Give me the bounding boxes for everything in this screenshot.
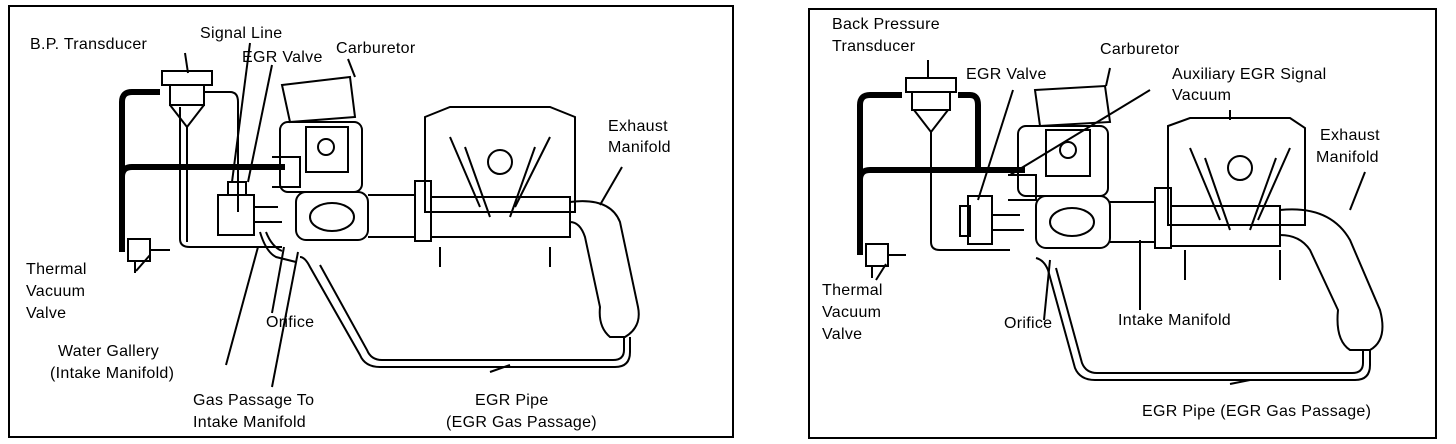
label-thermal-vacuum-valve-line1: Thermal <box>26 261 87 278</box>
label-exhaust-manifold-line1: Exhaust <box>1320 127 1380 144</box>
label-egr-valve: EGR Valve <box>966 66 1047 83</box>
label-exhaust-manifold-line2: Manifold <box>608 139 671 156</box>
back-pressure-transducer-shape <box>905 77 1010 251</box>
vacuum-hose-inner <box>857 167 1025 181</box>
egr-diagram-left: B.P. Transducer Signal Line EGR Valve Ca… <box>8 5 734 438</box>
egr-pipe-shape <box>1035 257 1371 381</box>
label-egr-pipe: EGR Pipe (EGR Gas Passage) <box>1142 403 1372 420</box>
label-carburetor: Carburetor <box>1100 41 1180 58</box>
label-thermal-vacuum-valve-line2: Vacuum <box>26 283 86 300</box>
label-bp-transducer: B.P. Transducer <box>30 36 148 53</box>
egr-system-illustration-left <box>119 42 640 388</box>
exhaust-manifold-shape <box>1279 208 1384 351</box>
vacuum-hose <box>119 89 160 252</box>
label-exhaust-manifold-line2: Manifold <box>1316 149 1379 166</box>
label-gas-passage-line1: Gas Passage To <box>193 392 315 409</box>
label-egr-pipe-line2: (EGR Gas Passage) <box>446 414 597 431</box>
label-back-pressure-transducer-line2: Transducer <box>832 38 916 55</box>
label-auxiliary-egr-signal-line2: Vacuum <box>1172 87 1232 104</box>
label-water-gallery-line2: (Intake Manifold) <box>50 365 175 382</box>
label-thermal-vacuum-valve-line3: Valve <box>26 305 67 322</box>
vacuum-hose <box>857 92 902 255</box>
egr-diagram-right: Back Pressure Transducer Carburetor EGR … <box>808 8 1437 439</box>
egr-system-illustration-right <box>857 60 1384 385</box>
label-auxiliary-egr-signal-line1: Auxiliary EGR Signal <box>1172 66 1327 83</box>
carburetor-shape <box>272 75 369 241</box>
label-exhaust-manifold-line1: Exhaust <box>608 118 668 135</box>
label-carburetor: Carburetor <box>336 40 416 57</box>
label-thermal-vacuum-valve-line2: Vacuum <box>822 304 882 321</box>
exhaust-manifold-shape <box>569 200 640 338</box>
egr-valve-shape <box>217 181 282 236</box>
label-thermal-vacuum-valve-line3: Valve <box>822 326 863 343</box>
label-orifice: Orifice <box>266 314 315 331</box>
label-thermal-vacuum-valve-line1: Thermal <box>822 282 883 299</box>
label-water-gallery-line1: Water Gallery <box>58 343 160 360</box>
label-egr-pipe-line1: EGR Pipe <box>475 392 549 409</box>
egr-pipe-shape <box>299 256 631 368</box>
egr-valve-shape <box>959 195 1024 245</box>
bp-transducer-shape <box>161 70 239 242</box>
label-gas-passage-line2: Intake Manifold <box>193 414 307 431</box>
vacuum-hose-inner <box>119 164 285 178</box>
engine-block-shape <box>424 106 576 267</box>
label-signal-line: Signal Line <box>200 25 283 42</box>
engine-block-shape <box>1167 117 1306 280</box>
label-orifice: Orifice <box>1004 315 1053 332</box>
label-intake-manifold: Intake Manifold <box>1118 312 1232 329</box>
label-egr-valve: EGR Valve <box>242 49 323 66</box>
label-back-pressure-transducer-line1: Back Pressure <box>832 16 940 33</box>
thermal-vacuum-valve-shape <box>865 243 906 278</box>
thermal-vacuum-valve-shape <box>127 238 170 273</box>
carburetor-shape <box>1008 84 1112 249</box>
